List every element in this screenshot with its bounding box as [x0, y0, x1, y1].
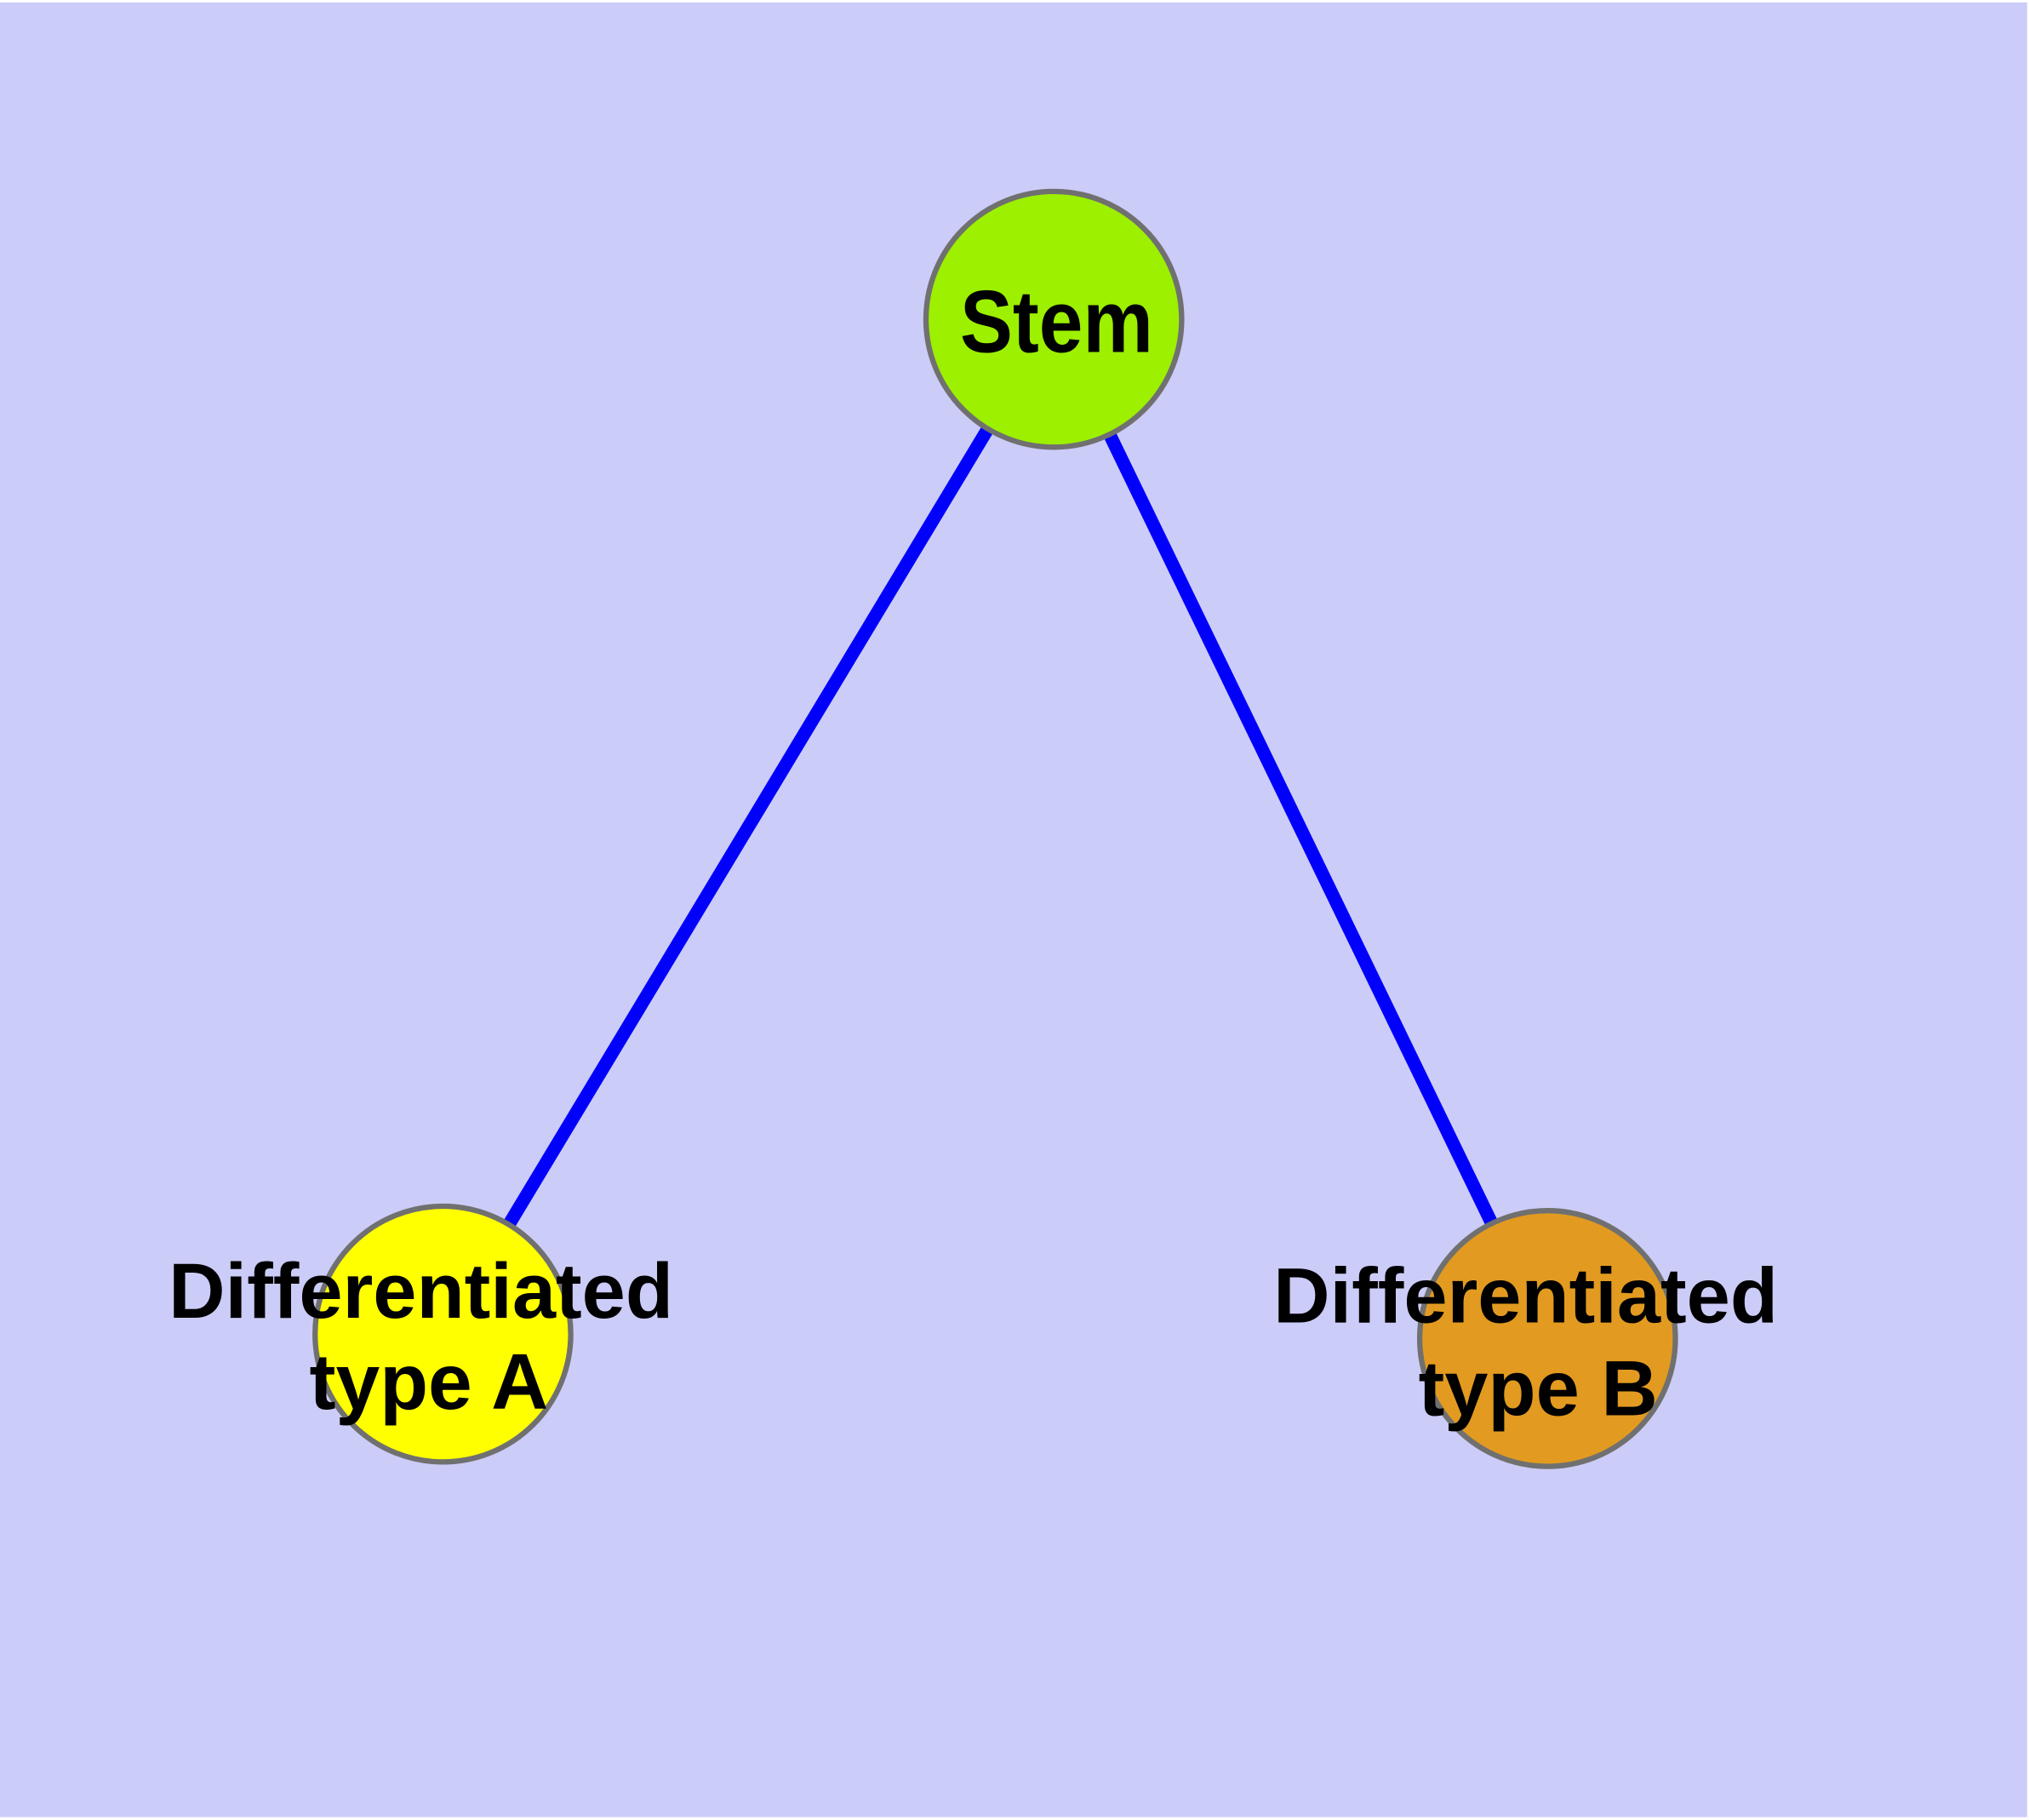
svg-text:Differentiated: Differentiated: [1273, 1253, 1778, 1340]
svg-text:type A: type A: [310, 1337, 549, 1426]
svg-text:Stem: Stem: [960, 272, 1153, 371]
svg-text:type B: type B: [1419, 1346, 1658, 1433]
svg-text:Differentiated: Differentiated: [169, 1248, 673, 1335]
